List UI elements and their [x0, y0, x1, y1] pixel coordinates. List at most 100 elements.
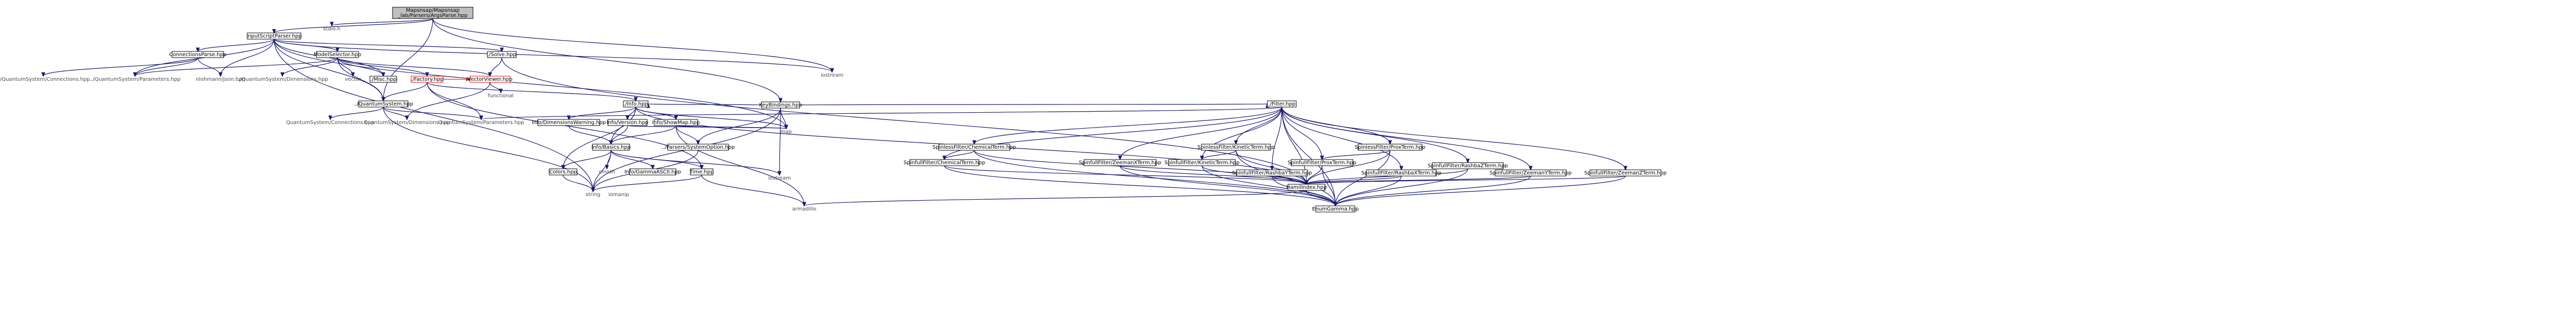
- edge-sfzeemany-to-hamilindex: [1307, 175, 1531, 184]
- node-label-sfzeemany: SpinfullFilter/ZeemanYTerm.hpp: [1489, 170, 1571, 176]
- node-timehpp[interactable]: Time.hpp: [689, 168, 714, 175]
- node-spinchem[interactable]: SpinlessFilter/ChemicalTerm.hpp: [933, 144, 1016, 151]
- node-sfzeemany[interactable]: SpinfullFilter/ZeemanYTerm.hpp: [1489, 169, 1572, 177]
- edge-isp-to-solve: [274, 39, 502, 51]
- edge-modelsel-to-params1: [135, 57, 338, 76]
- edge-filter-to-enumgamma: [1281, 107, 1335, 206]
- node-gamma[interactable]: Info/GammaASCII.hpp: [624, 168, 681, 175]
- node-label-vector: vector: [345, 77, 362, 82]
- node-label-factory: ./Factory.hpp: [411, 77, 444, 82]
- node-spinkin[interactable]: SpinlessFilter/KineticTerm.hpp: [1197, 144, 1275, 151]
- edge-filter-to-qsparams: [481, 107, 1282, 119]
- node-label-timehpp: Time.hpp: [689, 169, 714, 175]
- node-label-info: ./Info.hpp: [623, 101, 648, 107]
- node-basics[interactable]: Info/Basics.hpp: [591, 144, 631, 151]
- node-box-sfzeemanz: [1589, 169, 1662, 177]
- node-vectorviewer[interactable]: VectorViewer.hpp: [467, 76, 513, 83]
- edge-modelsel-to-misc: [337, 57, 383, 76]
- node-spinprox[interactable]: SpinlessFilter/ProxTerm.hpp: [1354, 144, 1426, 151]
- edge-filter-to-sfchem: [944, 107, 1282, 160]
- node-infover[interactable]: Info/Version.hpp: [606, 119, 649, 126]
- edge-isp-to-connparse: [198, 39, 275, 51]
- node-label-spinkin: SpinlessFilter/KineticTerm.hpp: [1197, 145, 1275, 150]
- edge-info-to-dimwarn: [569, 107, 636, 119]
- node-modelsel[interactable]: ModelSelector.hpp: [314, 51, 361, 58]
- node-dimwarn[interactable]: Info/DimensionsWarning.hpp: [532, 119, 606, 126]
- node-colors[interactable]: Colors.hpp: [549, 168, 578, 175]
- node-connections: ../QuantumSystem/Connections.hpp: [0, 77, 90, 82]
- node-label-showmap: Info/ShowMap.hpp: [652, 120, 700, 126]
- edge-modelsel-to-vectorviewer: [337, 57, 490, 76]
- edge-vectorviewer-to-functional: [489, 82, 501, 93]
- node-dims1: ../QuantumSystem/Dimensions.hpp: [236, 77, 328, 82]
- node-sfrashbax[interactable]: SpinfullFilter/RashbaXTerm.hpp: [1361, 169, 1442, 177]
- edge-keybind-to-iostream2: [779, 108, 781, 175]
- node-box-misc: [369, 76, 397, 83]
- node-label-modelsel: ModelSelector.hpp: [314, 52, 361, 58]
- edge-spinkin-to-hamilindex: [1235, 150, 1307, 184]
- node-keybind[interactable]: KeyBindings.hpp: [759, 101, 802, 109]
- node-info[interactable]: ./Info.hpp: [623, 100, 649, 108]
- node-label-omanip: iomanip: [608, 192, 629, 198]
- node-hamilindex[interactable]: HamilIndex.hpp: [1286, 184, 1327, 191]
- node-box-vectorviewer: [469, 76, 511, 83]
- node-label-misc: ./Misc.hpp: [370, 77, 397, 82]
- edge-sfrashbax-to-hamilindex: [1307, 175, 1402, 184]
- node-label-enumgamma: EnumGamma.hpp: [1312, 206, 1359, 212]
- node-qsys[interactable]: ../QuantumSystem.hpp: [353, 100, 413, 108]
- node-sfrashbay[interactable]: SpinfullFilter/RashbaYTerm.hpp: [1232, 169, 1312, 177]
- node-box-dimwarn: [537, 119, 600, 126]
- node-sfzeemanz[interactable]: SpinfullFilter/ZeemanZTerm.hpp: [1584, 169, 1667, 177]
- edge-root-to-qsys: [383, 18, 433, 101]
- edge-modelsel-to-factory: [337, 57, 427, 76]
- node-box-hamilindex: [1287, 184, 1326, 191]
- node-box-sfrashbax: [1366, 169, 1437, 177]
- node-params1: ../QuantumSystem/Parameters.hpp: [90, 77, 181, 82]
- node-sysopt[interactable]: ../Parsers/SystemOption.hpp: [662, 144, 735, 151]
- edge-filter-to-spinchem: [974, 107, 1282, 144]
- node-enumgamma[interactable]: EnumGamma.hpp: [1312, 205, 1359, 213]
- node-sfrashbaz[interactable]: SpinfullFilter/RashbaZTerm.hpp: [1428, 162, 1508, 169]
- node-connparse[interactable]: ConnectionsParse.hpp: [169, 51, 227, 58]
- edge-showmap-to-armadillo: [675, 125, 804, 206]
- edge-sfzeemanx-to-enumgamma: [1120, 165, 1335, 206]
- node-solve[interactable]: ./Solve.hpp: [487, 51, 517, 58]
- edge-hamilindex-to-enumgamma: [1306, 190, 1335, 206]
- node-box-infover: [607, 119, 648, 126]
- node-isp[interactable]: InputScriptParser.hpp: [246, 32, 302, 40]
- node-sfzeemanx[interactable]: SpinfullFilter/ZeemanXTerm.hpp: [1079, 159, 1161, 166]
- edge-spinprox-to-hamilindex: [1307, 150, 1391, 184]
- edge-qsys-to-string: [383, 107, 593, 191]
- edge-modelsel-to-dims1: [282, 57, 338, 76]
- node-sfkin[interactable]: SpinfullFilter/KineticTerm.hpp: [1164, 159, 1240, 166]
- edge-spinkin-to-sfkin: [1202, 150, 1236, 160]
- edge-spinchem-to-hamilindex: [974, 150, 1307, 184]
- edge-root-to-iostream1: [432, 18, 832, 72]
- node-label-solve: ./Solve.hpp: [487, 52, 516, 58]
- node-label-iostream1: iostream: [821, 73, 843, 78]
- edge-filter-to-sfkin: [1202, 107, 1282, 160]
- edge-isp-to-modelsel: [274, 39, 337, 51]
- node-factory[interactable]: ./Factory.hpp: [411, 76, 444, 83]
- node-label-qsys: ../QuantumSystem.hpp: [353, 101, 413, 107]
- node-armadillo: armadillo: [792, 206, 817, 212]
- node-label-map: map: [781, 129, 792, 135]
- node-label-functional: functional: [488, 93, 514, 99]
- edge-info-to-colors: [563, 107, 636, 169]
- node-misc[interactable]: ./Misc.hpp: [369, 76, 397, 83]
- node-showmap[interactable]: Info/ShowMap.hpp: [652, 119, 700, 126]
- node-sfprox[interactable]: SpinfullFilter/ProxTerm.hpp: [1287, 159, 1357, 166]
- node-root[interactable]: Mapsnsap/Mapsnsap_lab/Parsers/ArgsParse.…: [392, 7, 473, 19]
- node-box-sfprox: [1291, 159, 1353, 166]
- node-string: string: [586, 192, 601, 198]
- edge-qsys-to-qsparams: [383, 107, 481, 119]
- node-filter[interactable]: ./Filter.hpp: [1267, 100, 1297, 108]
- edge-filter-to-sfprox: [1281, 107, 1322, 160]
- node-box-spinprox: [1358, 144, 1422, 151]
- node-box-sysopt: [667, 144, 729, 151]
- node-box-filter: [1267, 100, 1297, 108]
- node-sfchem[interactable]: SpinfullFilter/ChemicalTerm.hpp: [904, 159, 985, 166]
- node-label-stdioh: stdio.h: [323, 26, 341, 32]
- node-iostream2: iostream: [768, 175, 791, 181]
- node-label-colors: Colors.hpp: [549, 169, 577, 175]
